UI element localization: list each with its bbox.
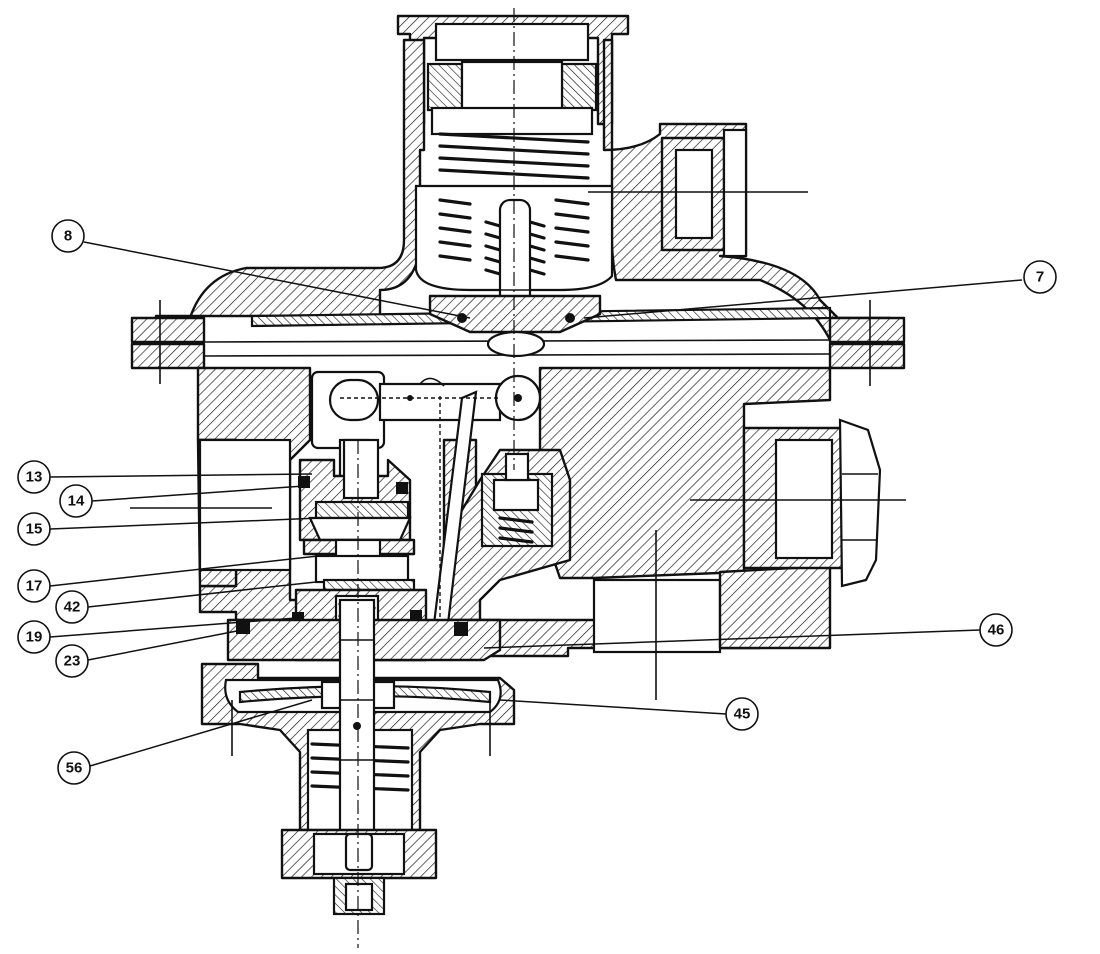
leader-13 (49, 473, 313, 478)
callout-45: 45 (725, 697, 759, 731)
leader-23 (87, 629, 243, 661)
callout-15: 15 (17, 512, 51, 546)
callout-label: 46 (988, 622, 1005, 639)
leader-42 (87, 581, 317, 608)
callout-label: 42 (64, 599, 81, 616)
callout-label: 56 (66, 760, 83, 777)
leader-45 (499, 699, 727, 715)
callout-label: 19 (26, 629, 43, 646)
callout-label: 45 (734, 706, 751, 723)
callout-label: 7 (1036, 269, 1044, 286)
callout-14: 14 (59, 484, 93, 518)
diaphragm-flanges (130, 294, 906, 386)
callout-label: 17 (26, 578, 43, 595)
leader-14 (91, 485, 305, 502)
center-lines (130, 8, 808, 948)
leader-19 (49, 617, 297, 638)
callout-label: 13 (26, 469, 43, 486)
callout-56: 56 (57, 751, 91, 785)
callout-46: 46 (979, 613, 1013, 647)
leader-46 (483, 629, 981, 649)
leader-56 (89, 699, 313, 767)
callout-label: 8 (64, 228, 72, 245)
leader-7 (583, 279, 1023, 319)
callout-label: 15 (26, 521, 43, 538)
callout-19: 19 (17, 620, 51, 654)
callout-8: 8 (51, 219, 85, 253)
callout-42: 42 (55, 590, 89, 624)
lower-assembly (200, 598, 516, 916)
leader-17 (49, 555, 319, 587)
callout-17: 17 (17, 569, 51, 603)
callout-label: 23 (64, 653, 81, 670)
callout-label: 14 (68, 493, 85, 510)
callout-13: 13 (17, 460, 51, 494)
callout-23: 23 (55, 644, 89, 678)
leader-8 (83, 241, 471, 319)
callout-7: 7 (1023, 260, 1057, 294)
callout-leaders (49, 241, 1023, 767)
leader-15 (49, 517, 321, 530)
relief-valve (480, 452, 554, 548)
